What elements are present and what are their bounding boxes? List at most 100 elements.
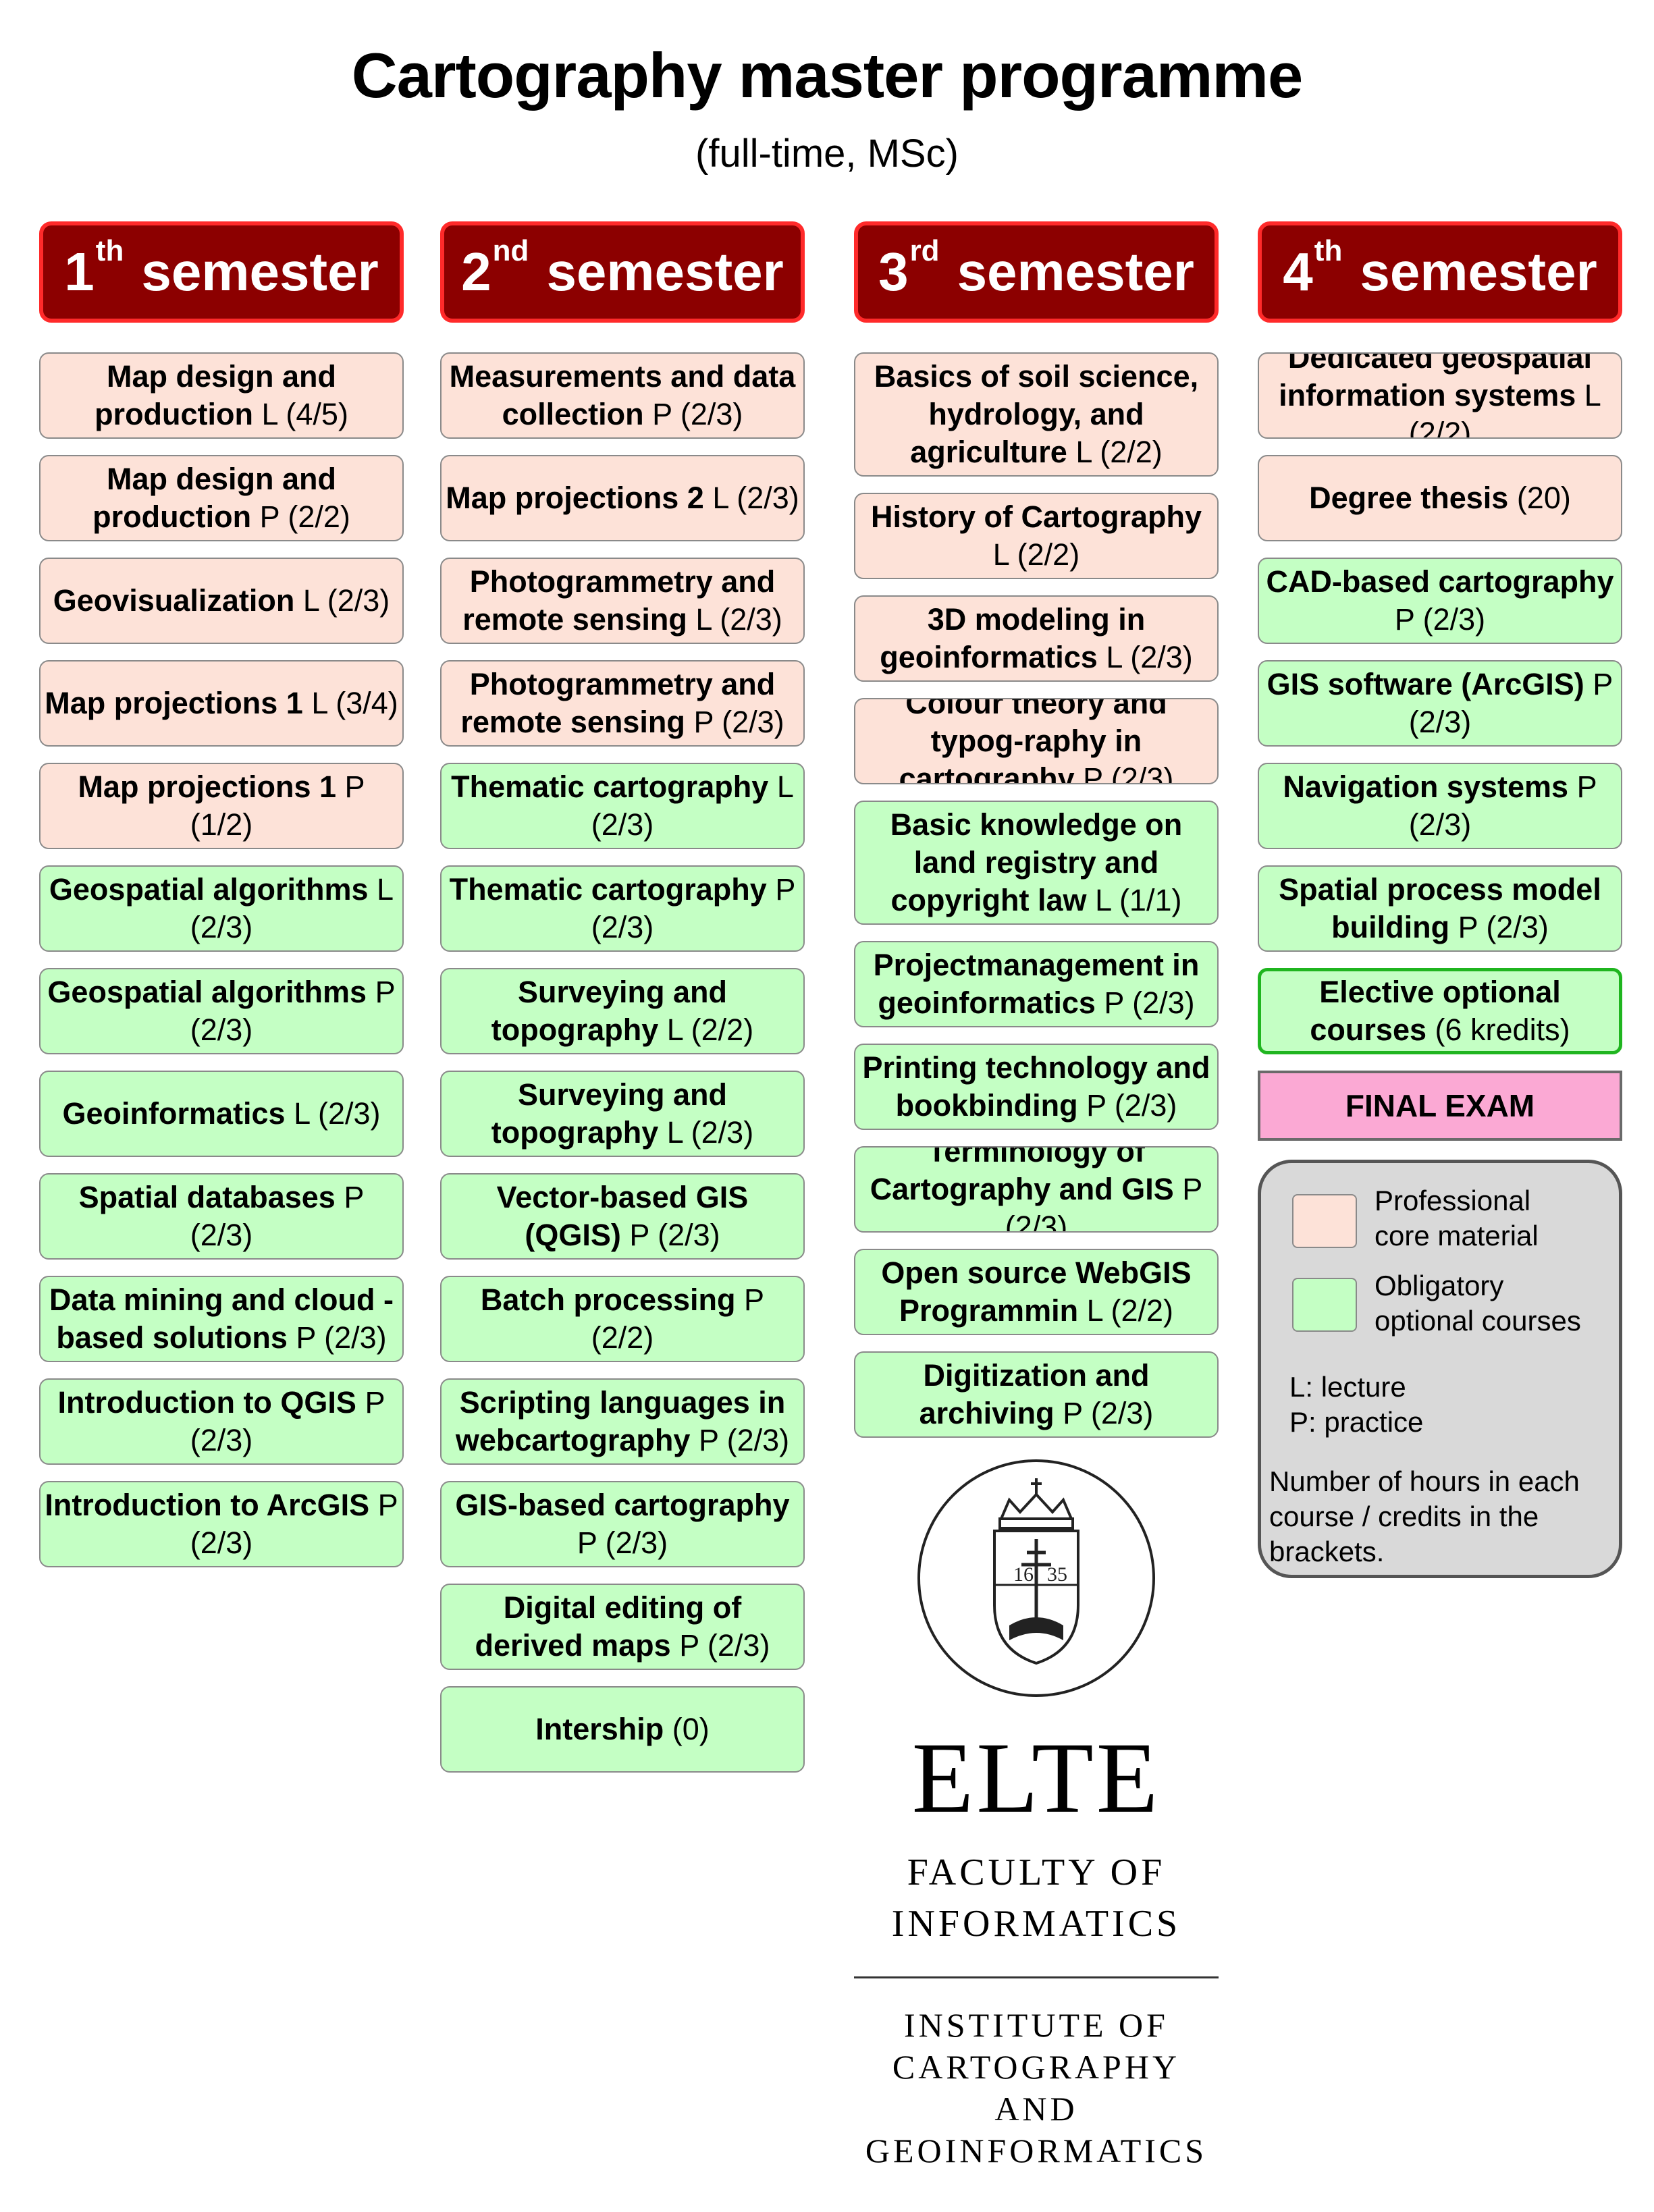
course-text: Thematic cartography P (2/3)	[446, 871, 799, 946]
course-text: Digitization and archiving P (2/3)	[859, 1357, 1213, 1432]
course-credit: P (2/3)	[679, 1628, 770, 1663]
semester-word: semester	[957, 242, 1194, 302]
course-credit: P (2/3)	[1063, 1396, 1154, 1430]
course-text: Introduction to QGIS P (2/3)	[45, 1384, 398, 1459]
course-credit: P (2/2)	[591, 1283, 765, 1355]
legend-optional-swatch	[1292, 1278, 1357, 1332]
course-text: Map design and production P (2/2)	[45, 460, 398, 536]
course-credit: P (2/3)	[1408, 770, 1597, 842]
course-name: Photogrammetry and remote sensing	[460, 667, 776, 739]
legend-core-label: Professional core material	[1375, 1183, 1618, 1253]
course-credit: L (1/1)	[1095, 883, 1182, 917]
institute-name-line3: GEOINFORMATICS	[865, 2132, 1208, 2169]
course-name: GIS software (ArcGIS)	[1266, 667, 1584, 701]
course-text: Digital editing of derived maps P (2/3)	[446, 1589, 799, 1665]
elte-seal-icon: 16 35	[917, 1459, 1155, 1697]
course-name: Map projections 2	[446, 481, 704, 515]
semester-word: semester	[141, 242, 379, 302]
course-text: Map projections 1 L (3/4)	[45, 684, 398, 722]
course-text: Introduction to ArcGIS P (2/3)	[45, 1486, 398, 1562]
course-box: Colour theory and typog-raphy in cartogr…	[854, 698, 1219, 784]
course-box: Surveying and topography L (2/3)	[440, 1071, 805, 1157]
course-name: Open source WebGIS Programmin	[881, 1256, 1192, 1328]
course-credit: L (2/2)	[992, 537, 1080, 572]
course-name: Map projections 1	[78, 770, 337, 804]
course-box: GIS-based cartography P (2/3)	[440, 1481, 805, 1567]
course-box: Projectmanagement in geoinformatics P (2…	[854, 941, 1219, 1027]
course-box: Geovisualization L (2/3)	[39, 558, 404, 644]
course-box: Vector-based GIS (QGIS) P (2/3)	[440, 1173, 805, 1260]
course-box: Photogrammetry and remote sensing L (2/3…	[440, 558, 805, 644]
course-credit: L (2/3)	[294, 1096, 381, 1131]
course-box: Introduction to ArcGIS P (2/3)	[39, 1481, 404, 1567]
course-text: Map projections 2 L (2/3)	[446, 479, 799, 517]
course-credit: P (2/3)	[591, 872, 796, 944]
course-name: Geospatial algorithms	[49, 872, 369, 907]
elte-wordmark: ELTE	[911, 1722, 1161, 1834]
course-text: History of Cartography L (2/2)	[859, 498, 1213, 574]
course-box: GIS software (ArcGIS) P (2/3)	[1258, 660, 1622, 747]
course-credit: L (3/4)	[311, 686, 398, 720]
course-text: Thematic cartography L (2/3)	[446, 768, 799, 844]
course-name: Map design and production	[95, 359, 337, 431]
course-text: Colour theory and typog-raphy in cartogr…	[859, 698, 1213, 784]
course-text: Geospatial algorithms L (2/3)	[45, 871, 398, 946]
course-name: CAD-based cartography	[1266, 564, 1614, 599]
course-text: Surveying and topography L (2/3)	[446, 1076, 799, 1152]
course-name: Colour theory and typog-raphy in cartogr…	[899, 698, 1167, 784]
semester-number-digit: 3	[878, 242, 909, 302]
course-box: Elective optional courses (6 kredits)	[1258, 968, 1622, 1054]
course-credit: P (2/3)	[1408, 667, 1613, 739]
course-text: Scripting languages in webcartography P …	[446, 1384, 799, 1459]
course-name: Data mining and cloud -based solutions	[49, 1283, 394, 1355]
course-text: Surveying and topography L (2/2)	[446, 973, 799, 1049]
course-name: History of Cartography	[870, 500, 1202, 534]
course-credit: L (2/2)	[1086, 1293, 1173, 1328]
course-box: Navigation systems P (2/3)	[1258, 763, 1622, 849]
course-box: Spatial databases P (2/3)	[39, 1173, 404, 1260]
course-name: Batch processing	[480, 1283, 736, 1317]
course-text: Vector-based GIS (QGIS) P (2/3)	[446, 1179, 799, 1254]
course-text: Spatial process model building P (2/3)	[1263, 871, 1617, 946]
faculty-name-line2: INFORMATICS	[891, 1903, 1181, 1945]
course-credit: P (1/2)	[190, 770, 365, 842]
legend-practice: P: practice	[1289, 1406, 1424, 1438]
course-box: CAD-based cartography P (2/3)	[1258, 558, 1622, 644]
course-box: Spatial process model building P (2/3)	[1258, 865, 1622, 952]
course-text: Basics of soil science, hydrology, and a…	[859, 358, 1213, 471]
course-credit: P (2/3)	[577, 1526, 668, 1560]
course-name: Digitization and archiving	[919, 1358, 1150, 1430]
course-name: Basic knowledge on land registry and cop…	[890, 807, 1183, 917]
course-credit: L (2/3)	[591, 770, 794, 842]
legend-note-line1: Number of hours in each	[1269, 1465, 1580, 1497]
semester-number-suffix: rd	[909, 234, 940, 267]
course-text: Degree thesis (20)	[1309, 479, 1571, 517]
course-name: Digital editing of derived maps	[475, 1590, 742, 1663]
course-text: Printing technology and bookbinding P (2…	[859, 1049, 1213, 1125]
course-credit: P (2/3)	[1104, 986, 1195, 1020]
course-text: Measurements and data collection P (2/3)	[446, 358, 799, 433]
course-text: Photogrammetry and remote sensing P (2/3…	[446, 666, 799, 741]
course-text: Projectmanagement in geoinformatics P (2…	[859, 946, 1213, 1022]
course-name: Basics of soil science, hydrology, and a…	[874, 359, 1199, 469]
course-text: Data mining and cloud -based solutions P…	[45, 1281, 398, 1357]
institute-name-line2: CARTOGRAPHY AND	[892, 2048, 1181, 2128]
legend-note: Number of hours in each course / credits…	[1269, 1464, 1620, 1569]
course-credit: P (2/3)	[1083, 761, 1174, 784]
course-credit: (0)	[672, 1712, 710, 1746]
page-subtitle: (full-time, MSc)	[695, 132, 959, 176]
course-text: Dedicated geospatial information systems…	[1263, 354, 1617, 437]
legend-optional-label-line1: Obligatory	[1375, 1270, 1504, 1301]
course-credit: P (2/3)	[698, 1423, 790, 1457]
institute-name-line1: INSTITUTE OF	[904, 2006, 1169, 2044]
course-credit: L (2/3)	[302, 583, 390, 618]
course-name: Vector-based GIS (QGIS)	[496, 1180, 749, 1252]
course-name: Introduction to ArcGIS	[45, 1488, 370, 1522]
course-box: Printing technology and bookbinding P (2…	[854, 1044, 1219, 1130]
course-name: Spatial process model building	[1279, 872, 1601, 944]
